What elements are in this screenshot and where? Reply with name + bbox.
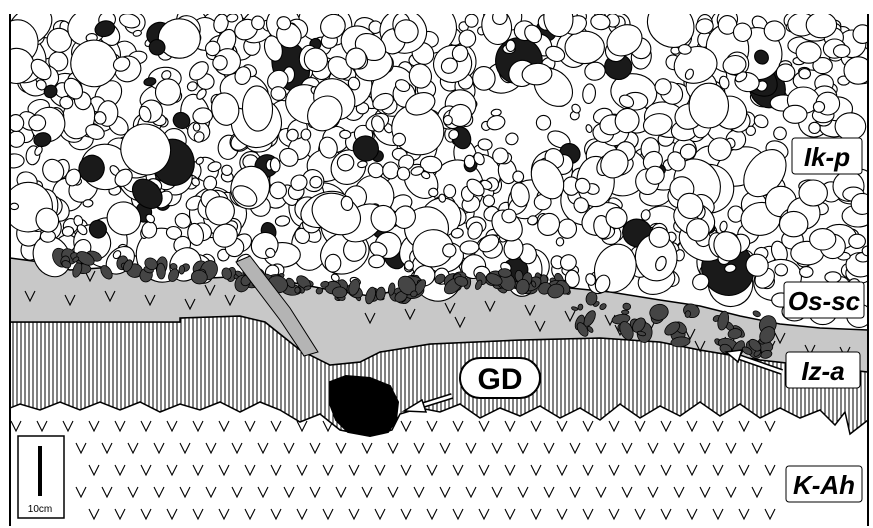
svg-text:GD: GD [478, 363, 523, 396]
label-iz-a: Iz-a [786, 352, 860, 388]
label-ik-p: Ik-p [792, 138, 862, 174]
scale-bar: 10cm [18, 436, 64, 518]
label-gd: GD [460, 358, 540, 398]
label-k-ah: K-Ah [786, 466, 862, 502]
svg-text:Os-sc: Os-sc [788, 286, 861, 316]
svg-text:10cm: 10cm [28, 504, 52, 515]
label-os-sc: Os-sc [784, 282, 864, 318]
svg-text:K-Ah: K-Ah [793, 470, 855, 500]
svg-text:Iz-a: Iz-a [801, 356, 844, 386]
svg-text:Ik-p: Ik-p [804, 142, 850, 172]
